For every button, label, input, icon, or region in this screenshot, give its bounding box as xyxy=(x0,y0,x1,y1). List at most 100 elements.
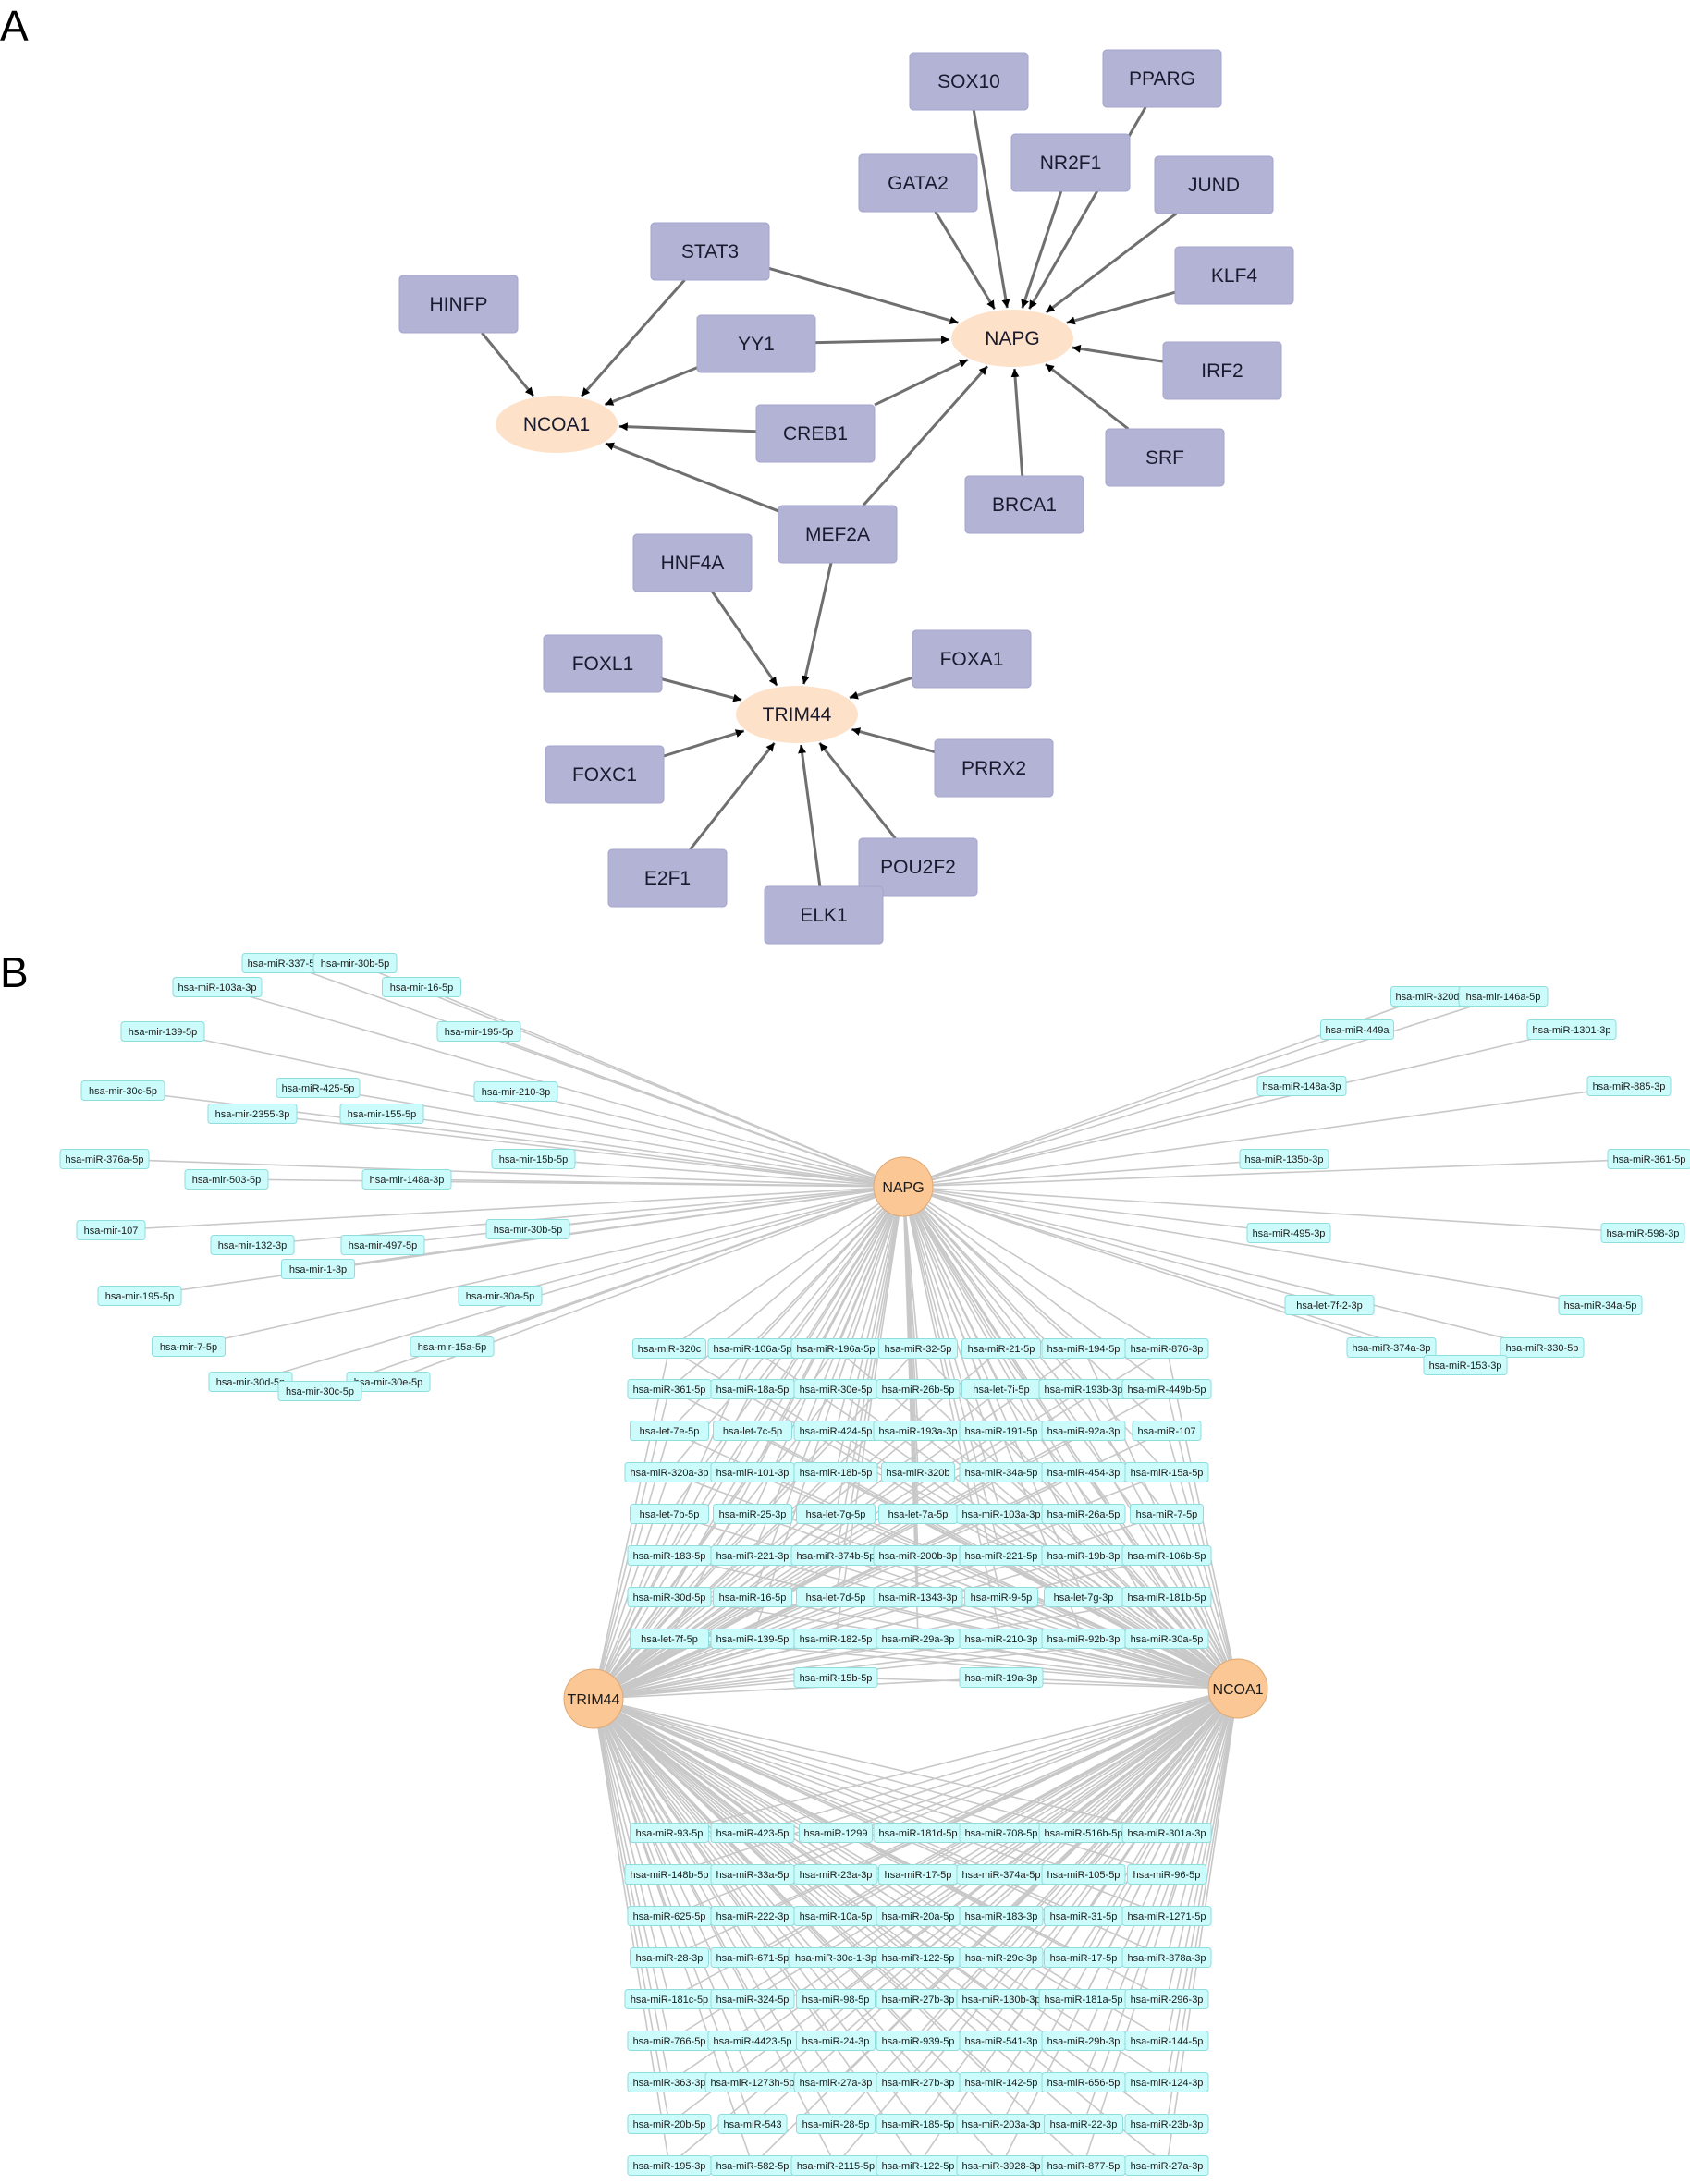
mirna-node-label: hsa-miR-183-3p xyxy=(965,1911,1038,1922)
mirna-node: hsa-miR-34a-5p xyxy=(959,1462,1044,1482)
edge-brca1-to-napg xyxy=(1010,368,1024,477)
tf-node-foxl1: FOXL1 xyxy=(543,634,663,693)
mirna-node: hsa-let-7d-5p xyxy=(796,1587,876,1607)
mirna-node: hsa-miR-495-3p xyxy=(1246,1223,1331,1243)
mirna-node-label: hsa-miR-28-5p xyxy=(802,2119,870,2130)
mirna-edge-napg xyxy=(478,1031,904,1188)
tf-node-label: FOXC1 xyxy=(572,764,637,786)
mirna-node-box xyxy=(630,1504,709,1524)
mirna-node-label: hsa-miR-106a-5p xyxy=(714,1344,792,1355)
mirna-edge-ncoa1 xyxy=(1000,1688,1239,2083)
edge-yy1-to-napg xyxy=(814,336,950,345)
tf-node-hinfp: HINFP xyxy=(398,275,519,334)
mirna-node: hsa-miR-30d-5p xyxy=(627,1587,712,1607)
mirna-node-box xyxy=(710,1989,795,2009)
tf-node-label: KLF4 xyxy=(1211,265,1258,287)
mirna-node-box xyxy=(627,1587,712,1607)
mirna-node: hsa-miR-320d xyxy=(1390,986,1464,1007)
mirna-node-label: hsa-miR-7-5p xyxy=(1136,1509,1198,1520)
mirna-node: hsa-miR-425-5p xyxy=(276,1078,361,1098)
mirna-node: hsa-miR-122-5p xyxy=(876,2155,961,2176)
mirna-edge-ncoa1 xyxy=(917,1555,1239,1690)
mirna-edge-napg xyxy=(902,1085,1630,1188)
mirna-node-label: hsa-miR-101-3p xyxy=(716,1468,790,1479)
tf-node-label: YY1 xyxy=(738,334,775,355)
mirna-node-box xyxy=(340,1235,425,1255)
mirna-node: hsa-mir-155-5p xyxy=(339,1104,424,1124)
mirna-edge-trim44 xyxy=(593,1698,670,2166)
mirna-node: hsa-mir-30c-5p xyxy=(277,1381,362,1401)
mirna-node-label: hsa-mir-210-3p xyxy=(482,1087,551,1098)
tf-node-label: SOX10 xyxy=(937,71,1000,92)
mirna-node-box xyxy=(1346,1337,1437,1358)
mirna-edge-napg xyxy=(139,1186,904,1297)
target-node-napg: NAPG xyxy=(951,310,1073,367)
mirna-node: hsa-mir-15b-5p xyxy=(491,1149,576,1169)
mirna-node: hsa-let-7b-5p xyxy=(630,1504,709,1524)
tf-node-box xyxy=(1162,341,1282,400)
mirna-node: hsa-miR-27a-3p xyxy=(793,2072,878,2092)
mirna-edge-trim44 xyxy=(593,1555,1002,1700)
mirna-node: hsa-miR-96-5p xyxy=(1127,1864,1206,1885)
mirna-node-label: hsa-mir-503-5p xyxy=(192,1175,262,1186)
tf-node-label: HNF4A xyxy=(661,553,725,574)
mirna-node-box xyxy=(959,1667,1044,1688)
mirna-edge-napg xyxy=(902,1029,1573,1188)
mirna-node-label: hsa-miR-221-5p xyxy=(965,1551,1038,1562)
mirna-edge-napg xyxy=(162,1031,904,1188)
mirna-node: hsa-miR-939-5p xyxy=(876,2031,961,2051)
gene-node-circle xyxy=(873,1156,934,1217)
mirna-node: hsa-let-7a-5p xyxy=(878,1504,958,1524)
mirna-node: hsa-miR-144-5p xyxy=(1124,2031,1209,2051)
edge-nr2f1-to-napg xyxy=(1021,190,1063,309)
mirna-node: hsa-miR-153-3p xyxy=(1423,1355,1508,1375)
mirna-node: hsa-miR-320c xyxy=(632,1338,706,1359)
tf-node-srf: SRF xyxy=(1105,428,1225,487)
mirna-node-box xyxy=(632,1338,706,1359)
mirna-node: hsa-miR-296-3p xyxy=(1124,1989,1209,2009)
mirna-node: hsa-mir-139-5p xyxy=(120,1021,205,1042)
mirna-node: hsa-miR-15b-5p xyxy=(793,1667,878,1688)
mirna-node-label: hsa-mir-30c-5p xyxy=(286,1386,354,1397)
mirna-node-box xyxy=(793,1667,878,1688)
mirna-node: hsa-miR-191-5p xyxy=(959,1421,1044,1441)
mirna-node: hsa-miR-18a-5p xyxy=(710,1379,795,1399)
mirna-node: hsa-mir-210-3p xyxy=(473,1081,558,1102)
mirna-edge-trim44 xyxy=(593,1698,1002,2166)
mirna-edge-ncoa1 xyxy=(917,1688,1239,2083)
mirna-node-box xyxy=(964,1587,1038,1607)
mirna-edge-trim44 xyxy=(593,1555,753,1700)
mirna-edge-napg xyxy=(668,1186,904,1556)
tf-node-foxc1: FOXC1 xyxy=(545,745,665,804)
target-node-label: NAPG xyxy=(985,328,1040,349)
edge-foxl1-to-trim44 xyxy=(661,677,742,702)
mirna-node-box xyxy=(796,1504,876,1524)
mirna-node: hsa-miR-27b-3p xyxy=(876,1989,961,2009)
mirna-node-label: hsa-mir-195-5p xyxy=(445,1027,514,1038)
mirna-node: hsa-mir-30b-5p xyxy=(312,953,398,973)
mirna-node: hsa-miR-181a-5p xyxy=(1038,1989,1129,2009)
edge-yy1-to-ncoa1 xyxy=(604,366,698,407)
mirna-node-box xyxy=(1041,1421,1126,1441)
mirna-node: hsa-miR-181b-5p xyxy=(1121,1587,1212,1607)
mirna-node-label: hsa-miR-376a-5p xyxy=(66,1154,144,1165)
mirna-edge-napg xyxy=(902,1186,1601,1306)
mirna-node-label: hsa-miR-28-3p xyxy=(636,1953,704,1964)
tf-node-label: CREB1 xyxy=(783,423,848,445)
mirna-edge-napg xyxy=(752,1186,904,1556)
mirna-node: hsa-miR-424-5p xyxy=(793,1421,878,1441)
mirna-node-box xyxy=(630,1947,709,1968)
mirna-node: hsa-miR-183-3p xyxy=(959,1906,1044,1926)
mirna-node-box xyxy=(1121,1947,1212,1968)
mirna-node: hsa-miR-320a-3p xyxy=(624,1462,715,1482)
mirna-node: hsa-miR-148b-5p xyxy=(624,1864,715,1885)
mirna-node: hsa-let-7i-5p xyxy=(961,1379,1041,1399)
mirna-edge-ncoa1 xyxy=(668,1688,1239,2083)
tf-node-box xyxy=(1174,246,1294,305)
mirna-node: hsa-miR-671-5p xyxy=(710,1947,795,1968)
mirna-node: hsa-miR-876-3p xyxy=(1124,1338,1209,1359)
mirna-node-label: hsa-miR-425-5p xyxy=(282,1083,355,1094)
mirna-node: hsa-miR-24-3p xyxy=(796,2031,876,2051)
